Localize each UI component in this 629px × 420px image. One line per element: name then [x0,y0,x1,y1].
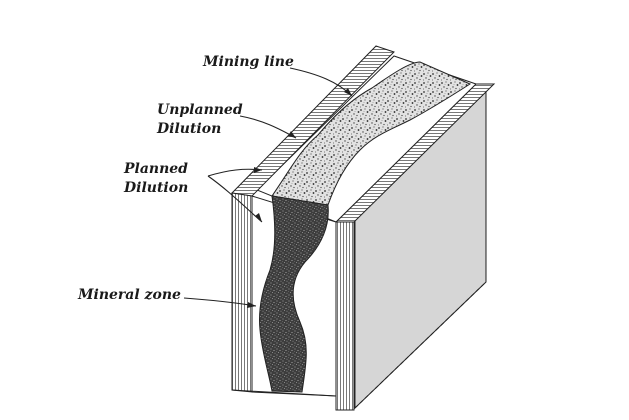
planned-dilution-label-line-1: Planned [124,161,188,177]
planned-dilution-label-line-2: Dilution [124,180,189,196]
unplanned-dilution-arrowhead [288,131,296,138]
front-bottom-edge [231,389,337,397]
planned-dilution-arrowhead-2 [255,213,262,222]
back-right-wall-face [335,221,355,411]
planned-dilution-arrowhead-1 [254,167,262,173]
top-unplanned-dilution [271,61,472,206]
unplanned-dilution-arrow [239,115,297,139]
mining-line-label: Mining line [203,54,294,70]
front-mineral-zone [259,195,329,393]
block-side-dashed-diagonal [354,281,487,409]
mineral-zone-arrowhead [247,302,256,308]
planned-dilution-label: Planned Dilution [124,160,188,198]
mining-line-arrowhead [344,88,352,96]
unplanned-dilution-label: Unplanned Dilution [157,101,243,139]
mineral-zone-label: Mineral zone [78,287,181,303]
left-wall-face [231,192,253,393]
unplanned-dilution-label-line-2: Dilution [157,121,222,137]
unplanned-dilution-label-line-1: Unplanned [157,102,243,118]
